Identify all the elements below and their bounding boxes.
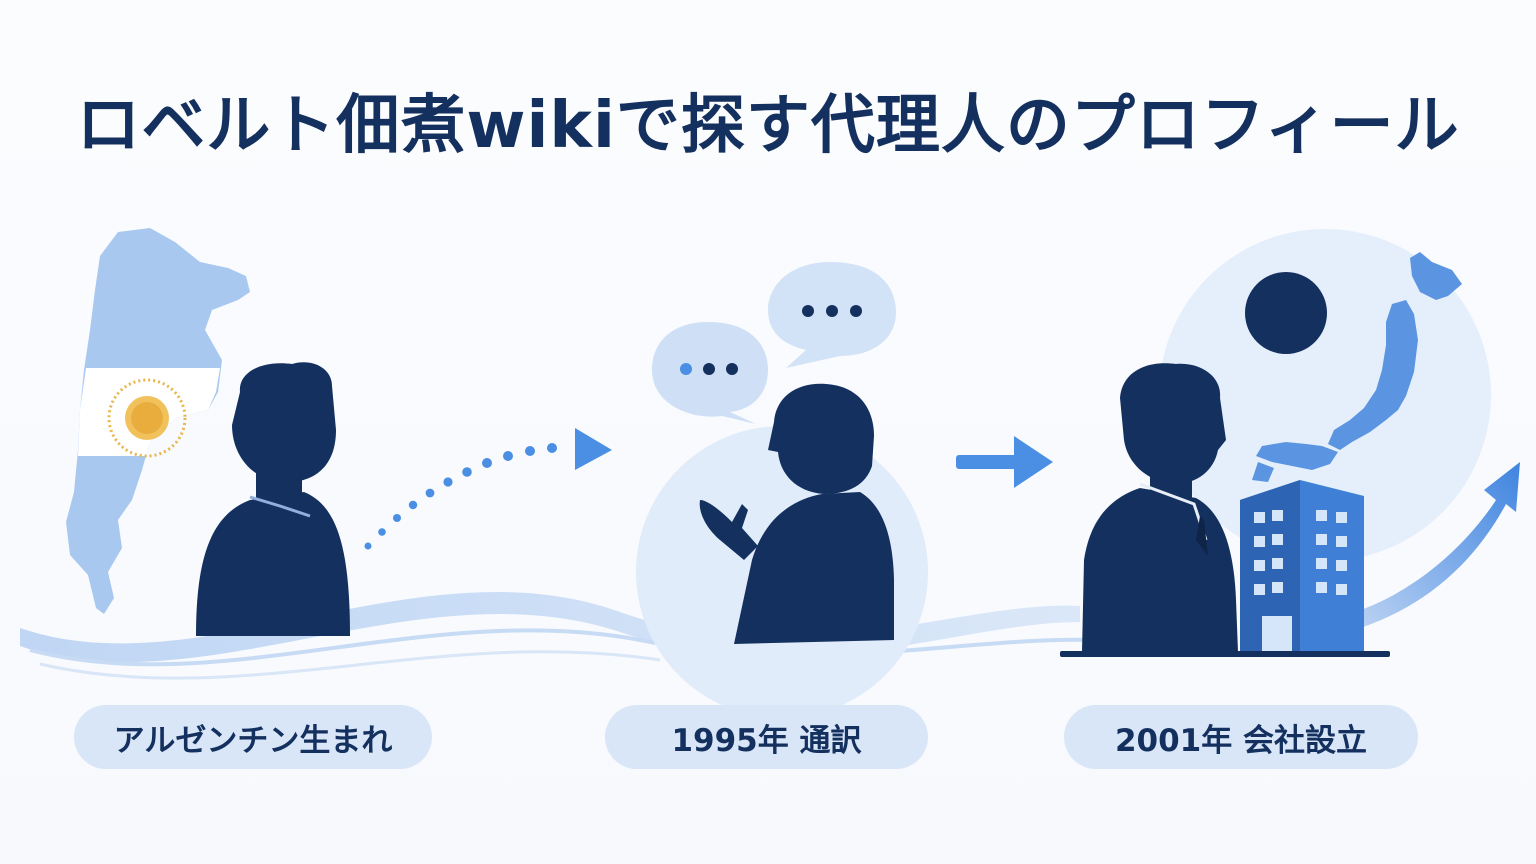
person-silhouette-icon: [196, 362, 350, 636]
arrow-right-icon: [956, 436, 1053, 488]
ground-line: [1060, 651, 1390, 657]
japan-sun-icon: [1245, 272, 1327, 354]
japan-map-icon: [1252, 252, 1462, 482]
stage-label-company: 2001年 会社設立: [1064, 705, 1418, 769]
wave-ribbon: [20, 591, 1101, 680]
stage-label-birth: アルゼンチン生まれ: [74, 705, 432, 769]
speech-bubble-icon: [768, 262, 896, 368]
dotted-arrow-icon: [364, 428, 612, 550]
argentina-map-icon: [66, 228, 250, 614]
speech-bubble-icon: [652, 322, 768, 424]
growth-arrow-icon: [1355, 462, 1520, 628]
office-building-icon: [1240, 480, 1364, 655]
sun-of-may-icon: [107, 378, 187, 458]
stage-label-interpreter: 1995年 通訳: [605, 705, 928, 769]
person-silhouette-icon: [699, 383, 894, 644]
page-title: ロベルト佃煮wikiで探す代理人のプロフィール: [76, 89, 1460, 163]
businessman-silhouette-icon: [1082, 363, 1238, 652]
